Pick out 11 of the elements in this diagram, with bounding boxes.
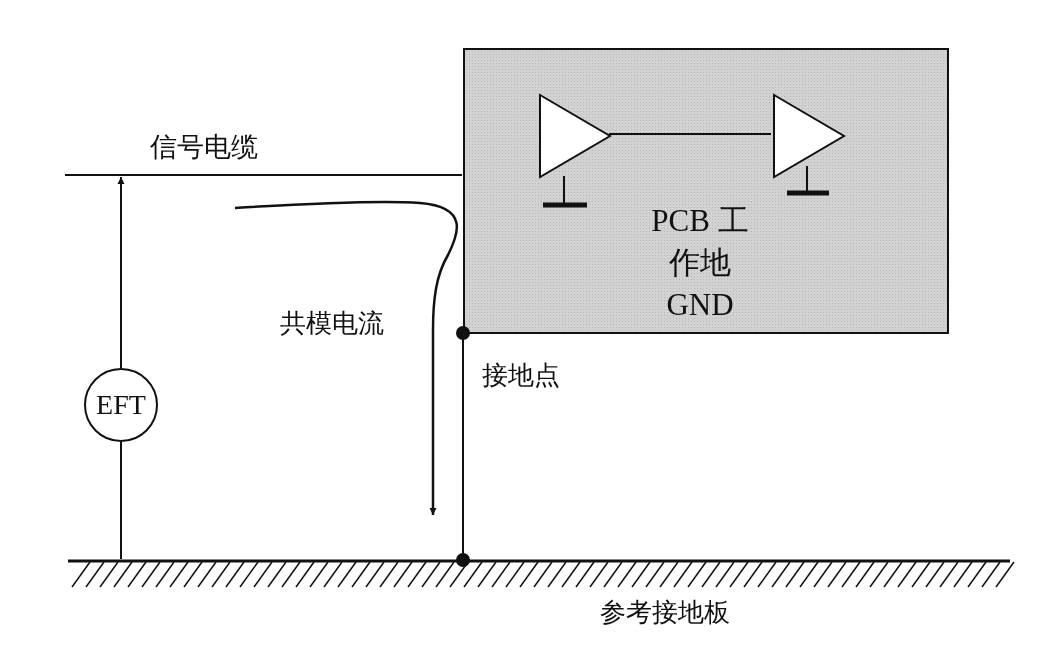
connector-line [117,176,125,369]
cable-label: 信号电缆 [150,130,258,164]
source-label: EFT [96,389,146,421]
connector-line [120,441,122,560]
ground-point-label: 接地点 [482,359,560,392]
ground-plane-label: 参考接地板 [600,596,730,629]
current-label: 共模电流 [280,307,384,340]
ground-wire [456,326,470,567]
connector-line [608,133,772,135]
board-label: PCB 工作地 GND [650,202,750,324]
pcb-board [463,48,949,334]
